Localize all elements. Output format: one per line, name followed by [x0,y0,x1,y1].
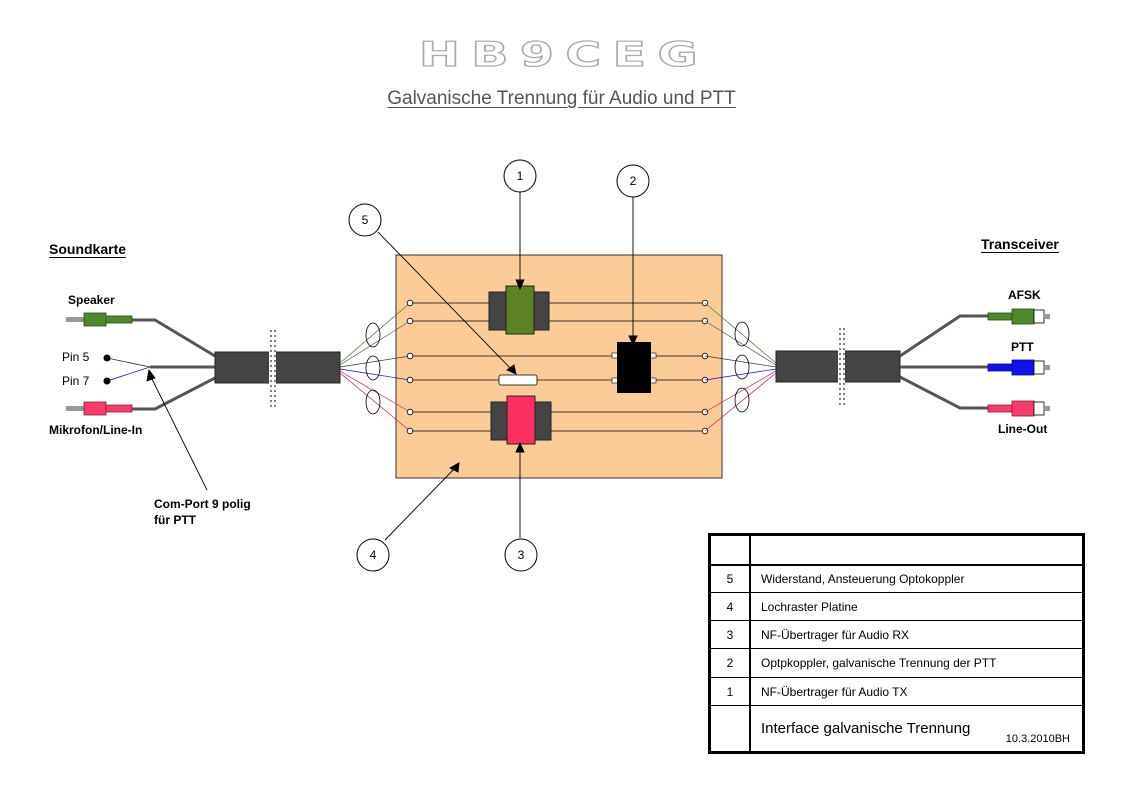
legend-row-description: NF-Übertrager für Audio TX [749,677,1084,706]
logo-text: HB9CEG [419,35,709,75]
transformer-rx [490,395,552,445]
legend-row-number: 5 [709,564,751,593]
legend-row-number: 3 [709,620,751,649]
legend-footer-date: 10.3.2010BH [1005,733,1070,745]
legend-header-row [709,534,1084,566]
left-wire-fan [339,302,411,432]
legend-row-description: Widerstand, Ansteuerung Optokoppler [749,564,1084,593]
transceiver-heading: Transceiver [981,236,1059,252]
legend-row-number: 2 [709,648,751,678]
callout-2: 2 [616,164,650,198]
pin5-dot [103,354,111,362]
mic-plug [66,401,133,416]
resistor [498,374,538,386]
legend-row: 5 Widerstand, Ansteuerung Optokoppler [709,564,1084,593]
callout-3-label: 3 [518,548,525,562]
callout-2-label: 2 [630,174,637,188]
mic-label: Mikrofon/Line-In [49,423,143,437]
lineout-plug [987,400,1050,417]
legend-row-description: Lochraster Platine [749,592,1084,621]
legend-row-description: NF-Übertrager für Audio RX [749,620,1084,649]
logo: HB9CEG [418,34,709,75]
callout-1-label: 1 [517,169,524,183]
legend-table: 5 Widerstand, Ansteuerung Optokoppler 4 … [708,533,1085,754]
legend-footer-row: Interface galvanische Trennung 10.3.2010… [709,705,1084,753]
afsk-label: AFSK [1008,288,1041,302]
page-title: Galvanische Trennung für Audio und PTT [387,88,736,109]
callout-5-label: 5 [362,213,369,227]
legend-footer-title: Interface galvanische Trennung [761,720,971,737]
callout-3: 3 [504,538,538,572]
board-traces [406,299,709,435]
callout-4-label: 4 [370,548,377,562]
soundkarte-heading: Soundkarte [49,241,127,257]
pin7-label: Pin 7 [62,374,90,388]
left-cable [214,330,341,410]
lineout-label: Line-Out [998,422,1048,436]
callout-4: 4 [356,538,390,572]
speaker-plug [66,312,133,327]
speaker-label: Speaker [68,293,115,307]
pin7-dot [103,377,111,385]
legend-row-number: 4 [709,592,751,621]
right-wire-fan [704,302,777,432]
transformer-tx [488,285,550,335]
legend-row-number: 1 [709,677,751,706]
callout-1: 1 [503,159,537,193]
callout-5: 5 [348,203,382,237]
legend-row-description: Optpkoppler, galvanische Trennung der PT… [749,648,1084,678]
legend-row: 1 NF-Übertrager für Audio TX [709,677,1084,706]
right-cable [775,328,901,408]
pin5-label: Pin 5 [62,350,90,364]
comport-label-line1: Com-Port 9 polig [154,497,251,511]
afsk-plug [987,308,1050,325]
legend-row: 4 Lochraster Platine [709,592,1084,621]
optocoupler [611,342,657,393]
ptt-plug [987,359,1050,376]
leader-lines [146,192,638,541]
legend-row: 2 Optpkoppler, galvanische Trennung der … [709,648,1084,678]
comport-label-line2: für PTT [154,513,196,527]
ptt-label: PTT [1011,340,1034,354]
perfboard [395,254,723,479]
legend-row: 3 NF-Übertrager für Audio RX [709,620,1084,649]
